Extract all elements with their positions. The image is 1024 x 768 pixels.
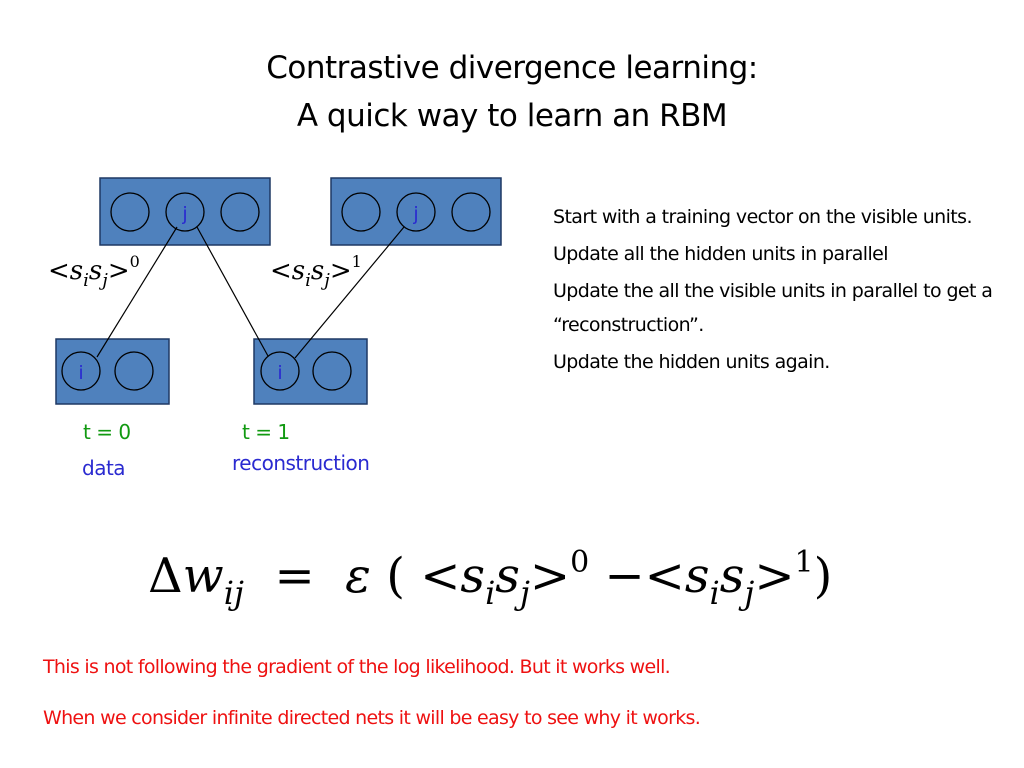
visible-unit-i-label: i [277,362,282,384]
visible-unit [114,351,154,391]
superscript-0: 0 [129,252,140,271]
sub-j: j [324,270,330,291]
hidden-unit-j [165,192,205,232]
term1-sub-j: j [519,574,530,612]
w-symbol: w [182,548,224,604]
step-4: Update the hidden units again. [553,351,830,373]
term2-s: s [719,548,745,604]
phase-label-data: data [82,456,126,480]
term2-sub-j: j [744,574,755,612]
step-2: Update all the hidden units in parallel [553,243,889,265]
term2-close: > [754,548,795,604]
sub-j: j [102,270,108,291]
slide-title: Contrastive divergence learning: A quick… [0,44,1024,140]
angle-close: > [107,256,130,286]
term2-open: <s [644,548,710,604]
s-symbol: s [291,256,306,286]
equals-sign: = [274,548,315,604]
epsilon-symbol: ε [345,548,371,604]
title-line-1: Contrastive divergence learning: [266,50,758,86]
superscript-1: 1 [351,252,362,271]
term1-sup: 0 [570,545,590,580]
step-3: Update the all the visible units in para… [553,280,993,336]
angle-close: > [329,256,352,286]
term2-sup: 1 [794,545,814,580]
term2-sub-i: i [709,574,720,612]
note-directed-nets: When we consider infinite directed nets … [43,707,701,729]
s-symbol: s [69,256,84,286]
delta-symbol: Δ [148,548,183,604]
visible-unit [312,351,352,391]
time-label-t0: t = 0 [83,420,131,444]
visible-unit-i-label: i [78,362,83,384]
visible-unit-i [61,351,101,391]
term1-sub-i: i [485,574,496,612]
weight-update-equation: Δwij = ε ( <sisj>0 −<sisj>1) [148,545,833,612]
step-1: Start with a training vector on the visi… [553,206,972,228]
sub-i: i [305,270,311,291]
s-symbol: s [88,256,103,286]
open-paren: ( [386,548,405,604]
connection-j-to-reconstruction [196,226,269,357]
connection-ij-t1 [294,226,405,359]
hidden-unit [341,192,381,232]
hidden-unit [110,192,150,232]
phase-label-reconstruction: reconstruction [232,451,370,475]
time-label-t1: t = 1 [242,420,290,444]
steps-list: Start with a training vector on the visi… [553,200,1003,382]
angle-open: < [48,256,70,286]
close-paren: ) [813,548,833,604]
angle-open: < [270,256,292,286]
minus-sign: − [604,548,645,604]
correlation-label-t1: <sisj>1 [270,252,362,291]
visible-unit-i [260,351,300,391]
correlation-label-t0: <sisj>0 [48,252,140,291]
hidden-unit [451,192,491,232]
hidden-unit-j [396,192,436,232]
hidden-unit-j-label: j [412,203,418,225]
sub-i: i [83,270,89,291]
term1-close: > [529,548,571,604]
s-symbol: s [310,256,325,286]
note-gradient: This is not following the gradient of th… [43,656,671,678]
connection-ij-t0 [96,226,178,358]
hidden-unit [220,192,260,232]
title-line-2: A quick way to learn an RBM [296,98,728,134]
term1-open: <s [420,548,486,604]
sub-ij: ij [223,574,244,612]
term1-s: s [495,548,520,604]
hidden-unit-j-label: j [181,203,187,225]
